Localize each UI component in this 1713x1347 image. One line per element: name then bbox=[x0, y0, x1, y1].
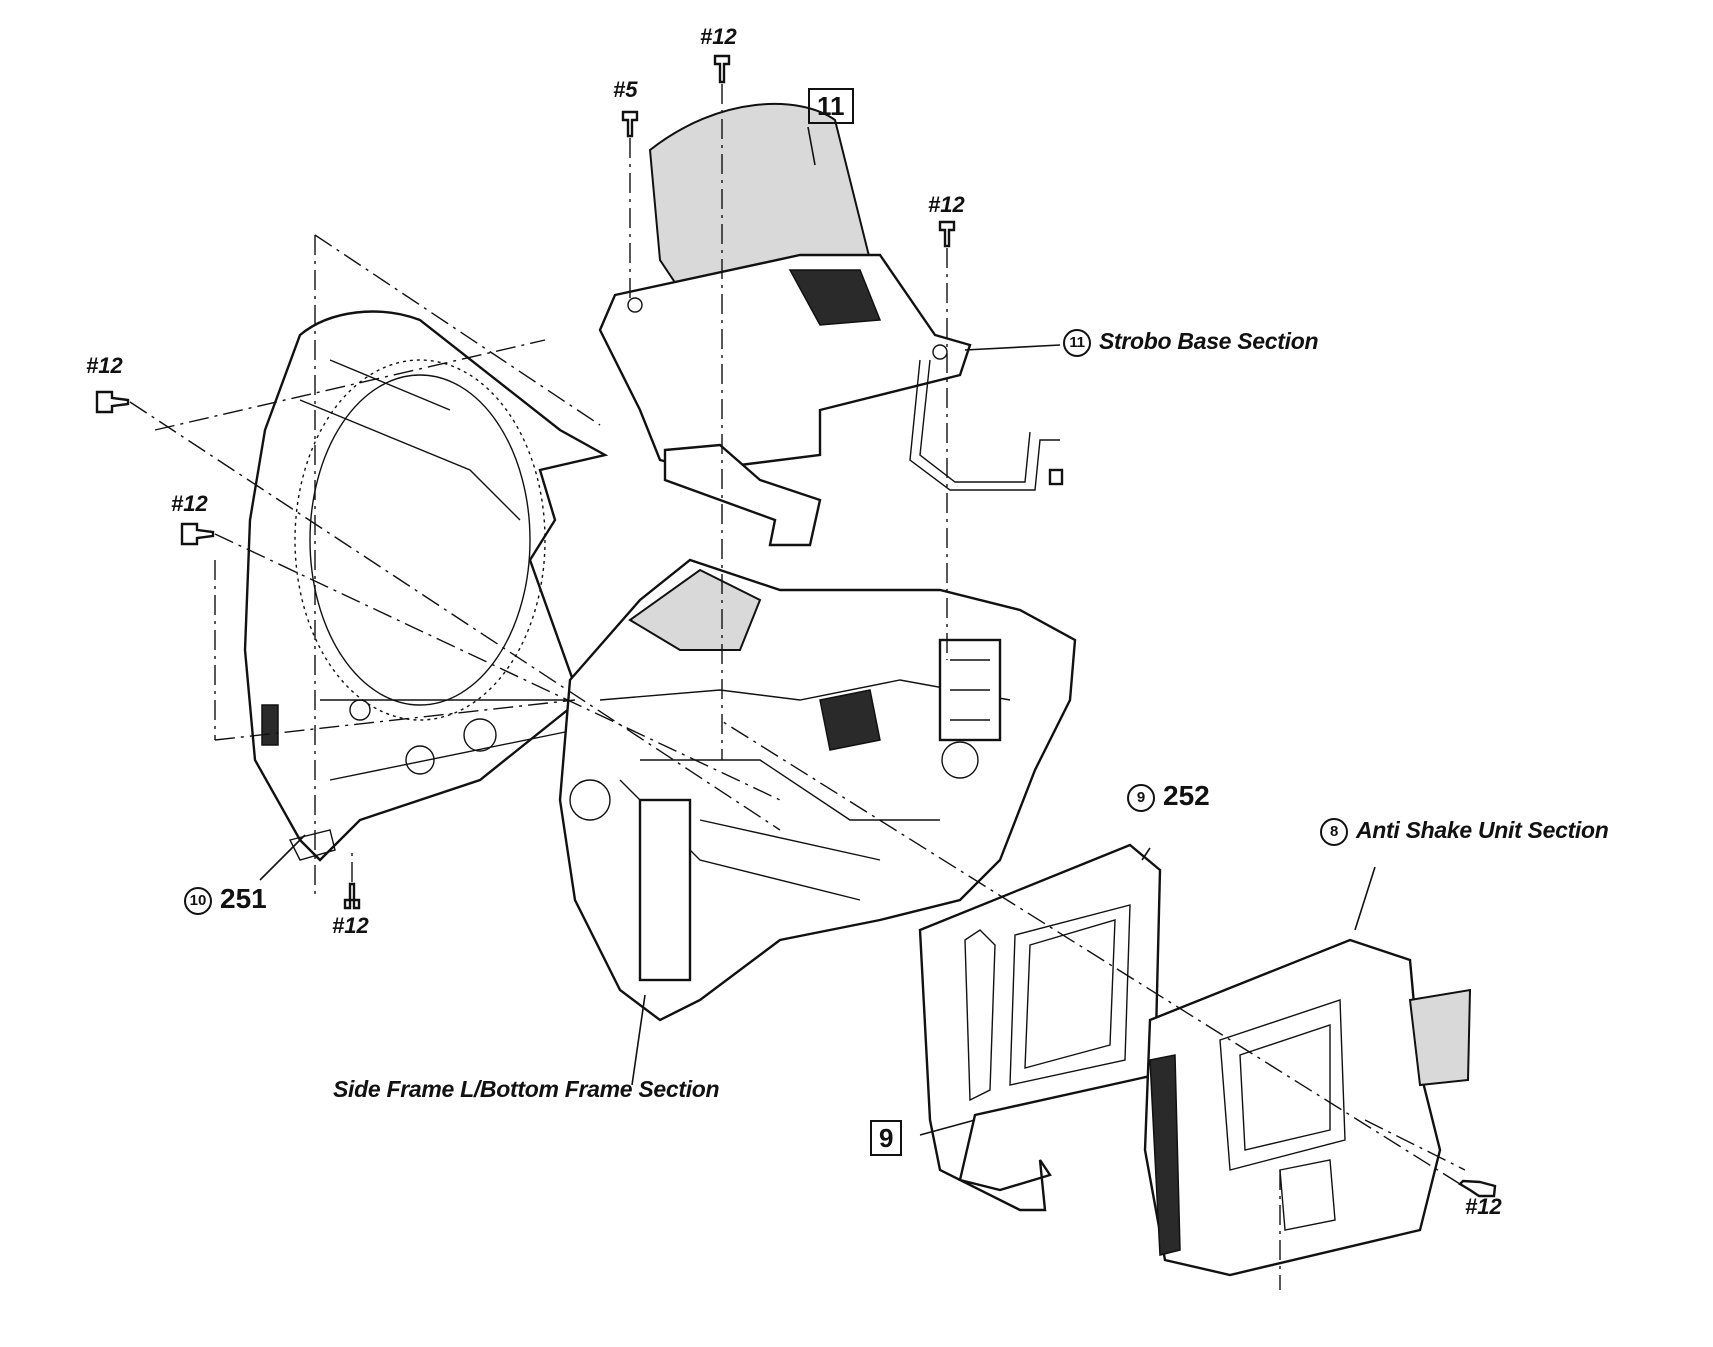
camera-body-part bbox=[558, 558, 1077, 1022]
assembly-guide-lines bbox=[129, 84, 1466, 1290]
shield-plate-part bbox=[918, 843, 1162, 1212]
anti-shake-circle-number: 8 bbox=[1320, 818, 1348, 846]
ref-252-label: 252 bbox=[1163, 780, 1210, 811]
screw-icons bbox=[95, 54, 1497, 1198]
ref-251-label: 251 bbox=[220, 883, 267, 914]
front-cover-part bbox=[243, 310, 609, 862]
anti-shake-section-callout: 8 Anti Shake Unit Section bbox=[1320, 818, 1609, 846]
part-number-9: 9 bbox=[870, 1120, 903, 1156]
screw-label-12-top-center: #12 bbox=[700, 24, 737, 49]
ref-252-circle-number: 9 bbox=[1127, 783, 1155, 812]
strobo-circle-number: 11 bbox=[1063, 329, 1091, 357]
strobo-base-section-callout: 11 Strobo Base Section bbox=[1063, 328, 1319, 357]
part-number-11: 11 bbox=[808, 88, 854, 124]
ref-251-circle-number: 10 bbox=[184, 886, 212, 915]
ref-252-callout: 9 252 bbox=[1127, 782, 1210, 812]
part-number-box-9: 9 bbox=[870, 1120, 903, 1156]
screw-label-12-left-lower: #12 bbox=[171, 491, 208, 516]
side-frame-section-label: Side Frame L/Bottom Frame Section bbox=[333, 1076, 720, 1102]
anti-shake-unit-section-label: Anti Shake Unit Section bbox=[1356, 817, 1609, 844]
screw-label-12-left-upper: #12 bbox=[86, 353, 123, 378]
strobo-base-section-label: Strobo Base Section bbox=[1099, 328, 1319, 355]
screw-label-5: #5 bbox=[613, 77, 638, 102]
screw-label-12-bottom-left: #12 bbox=[332, 913, 369, 938]
screw-label-12-bottom-right: #12 bbox=[1465, 1194, 1502, 1219]
strobo-base-part bbox=[598, 102, 1064, 547]
leader-lines bbox=[259, 126, 1376, 1136]
anti-shake-unit-part bbox=[1143, 938, 1472, 1277]
ref-251-callout: 10 251 bbox=[184, 885, 267, 915]
part-number-box-11: 11 bbox=[808, 88, 854, 124]
screw-label-12-right-top: #12 bbox=[928, 192, 965, 217]
